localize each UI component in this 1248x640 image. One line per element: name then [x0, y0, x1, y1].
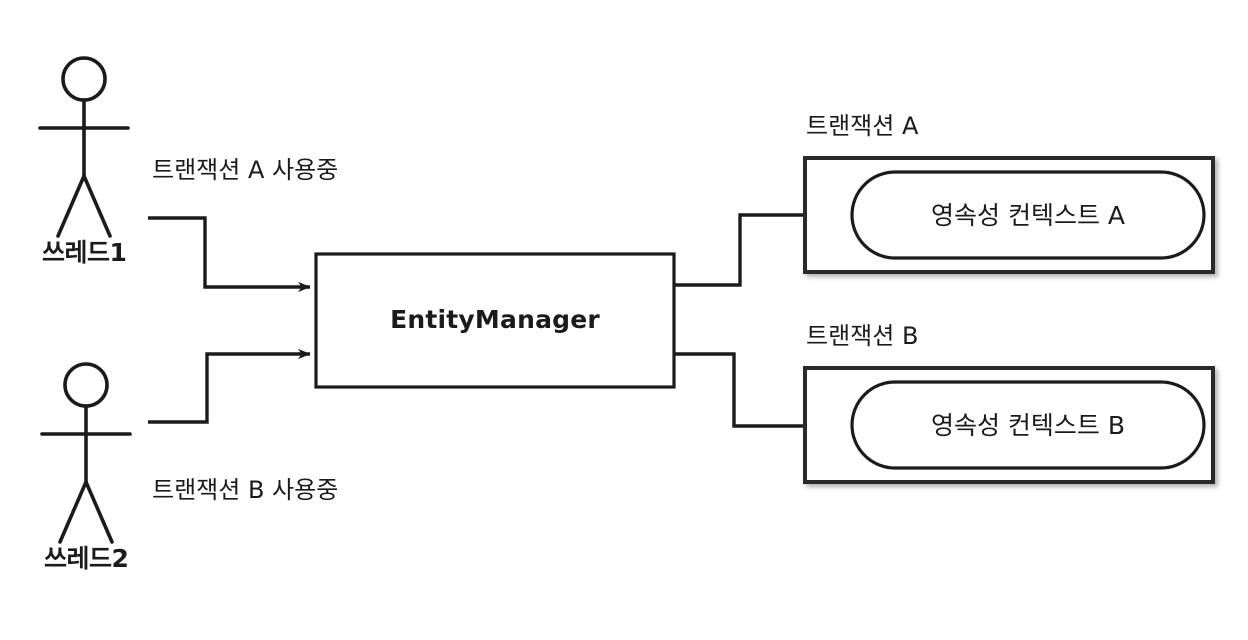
actor-head-icon	[63, 362, 109, 408]
entity-manager-label: EntityManager	[390, 305, 600, 334]
actor-left-leg-line	[58, 480, 88, 544]
edge-label-thread2-transaction-b: 트랜잭션 B 사용중	[152, 476, 339, 504]
connector-thread1-to-entitymanager	[148, 216, 311, 293]
transaction-b-label: 트랜잭션 B	[806, 322, 919, 350]
connector-entitymanager-to-context-a	[674, 209, 850, 287]
persistence-context-b-label: 영속성 컨텍스트 B	[930, 411, 1126, 440]
persistence-context-b-pill	[850, 380, 1206, 470]
edge-label-thread1-transaction-a: 트랜잭션 A 사용중	[152, 156, 339, 184]
actor-right-leg-line	[82, 174, 112, 238]
connector-thread2-to-entitymanager	[148, 348, 311, 424]
actor-thread2-label: 쓰레드2	[44, 544, 129, 573]
actor-left-leg-line	[56, 174, 86, 238]
persistence-context-a-pill	[850, 170, 1206, 260]
connector-entitymanager-to-context-b	[674, 352, 850, 432]
actor-head-icon	[61, 56, 107, 102]
actor-thread1-label: 쓰레드1	[42, 238, 127, 267]
actor-right-leg-line	[84, 480, 114, 544]
entity-manager-box	[314, 252, 676, 389]
actor-thread2-figure	[40, 362, 132, 544]
persistence-context-a-label: 영속성 컨텍스트 A	[931, 201, 1125, 230]
actor-thread1-figure	[38, 56, 130, 238]
transaction-a-label: 트랜잭션 A	[806, 112, 919, 140]
